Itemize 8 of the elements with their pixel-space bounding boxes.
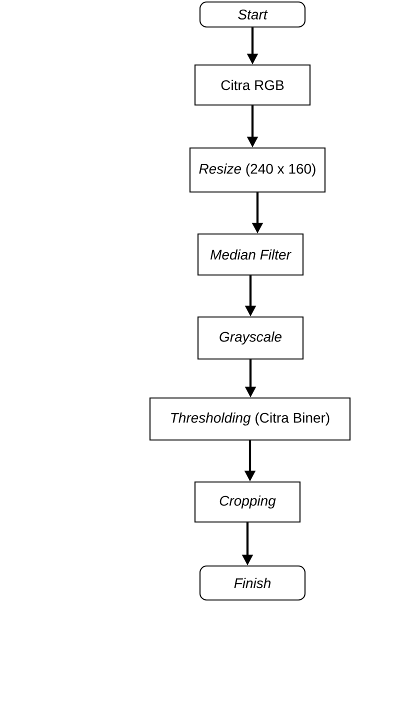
process-box: Thresholding (Citra Biner) xyxy=(149,397,351,441)
terminal-box: Start xyxy=(199,1,306,28)
process-box: Median Filter xyxy=(197,233,304,276)
process-box: Citra RGB xyxy=(194,64,311,106)
terminal-box: Finish xyxy=(199,565,306,601)
process-box: Resize (240 x 160) xyxy=(189,147,326,193)
process-box: Grayscale xyxy=(197,316,304,360)
process-box: Cropping xyxy=(194,481,301,523)
